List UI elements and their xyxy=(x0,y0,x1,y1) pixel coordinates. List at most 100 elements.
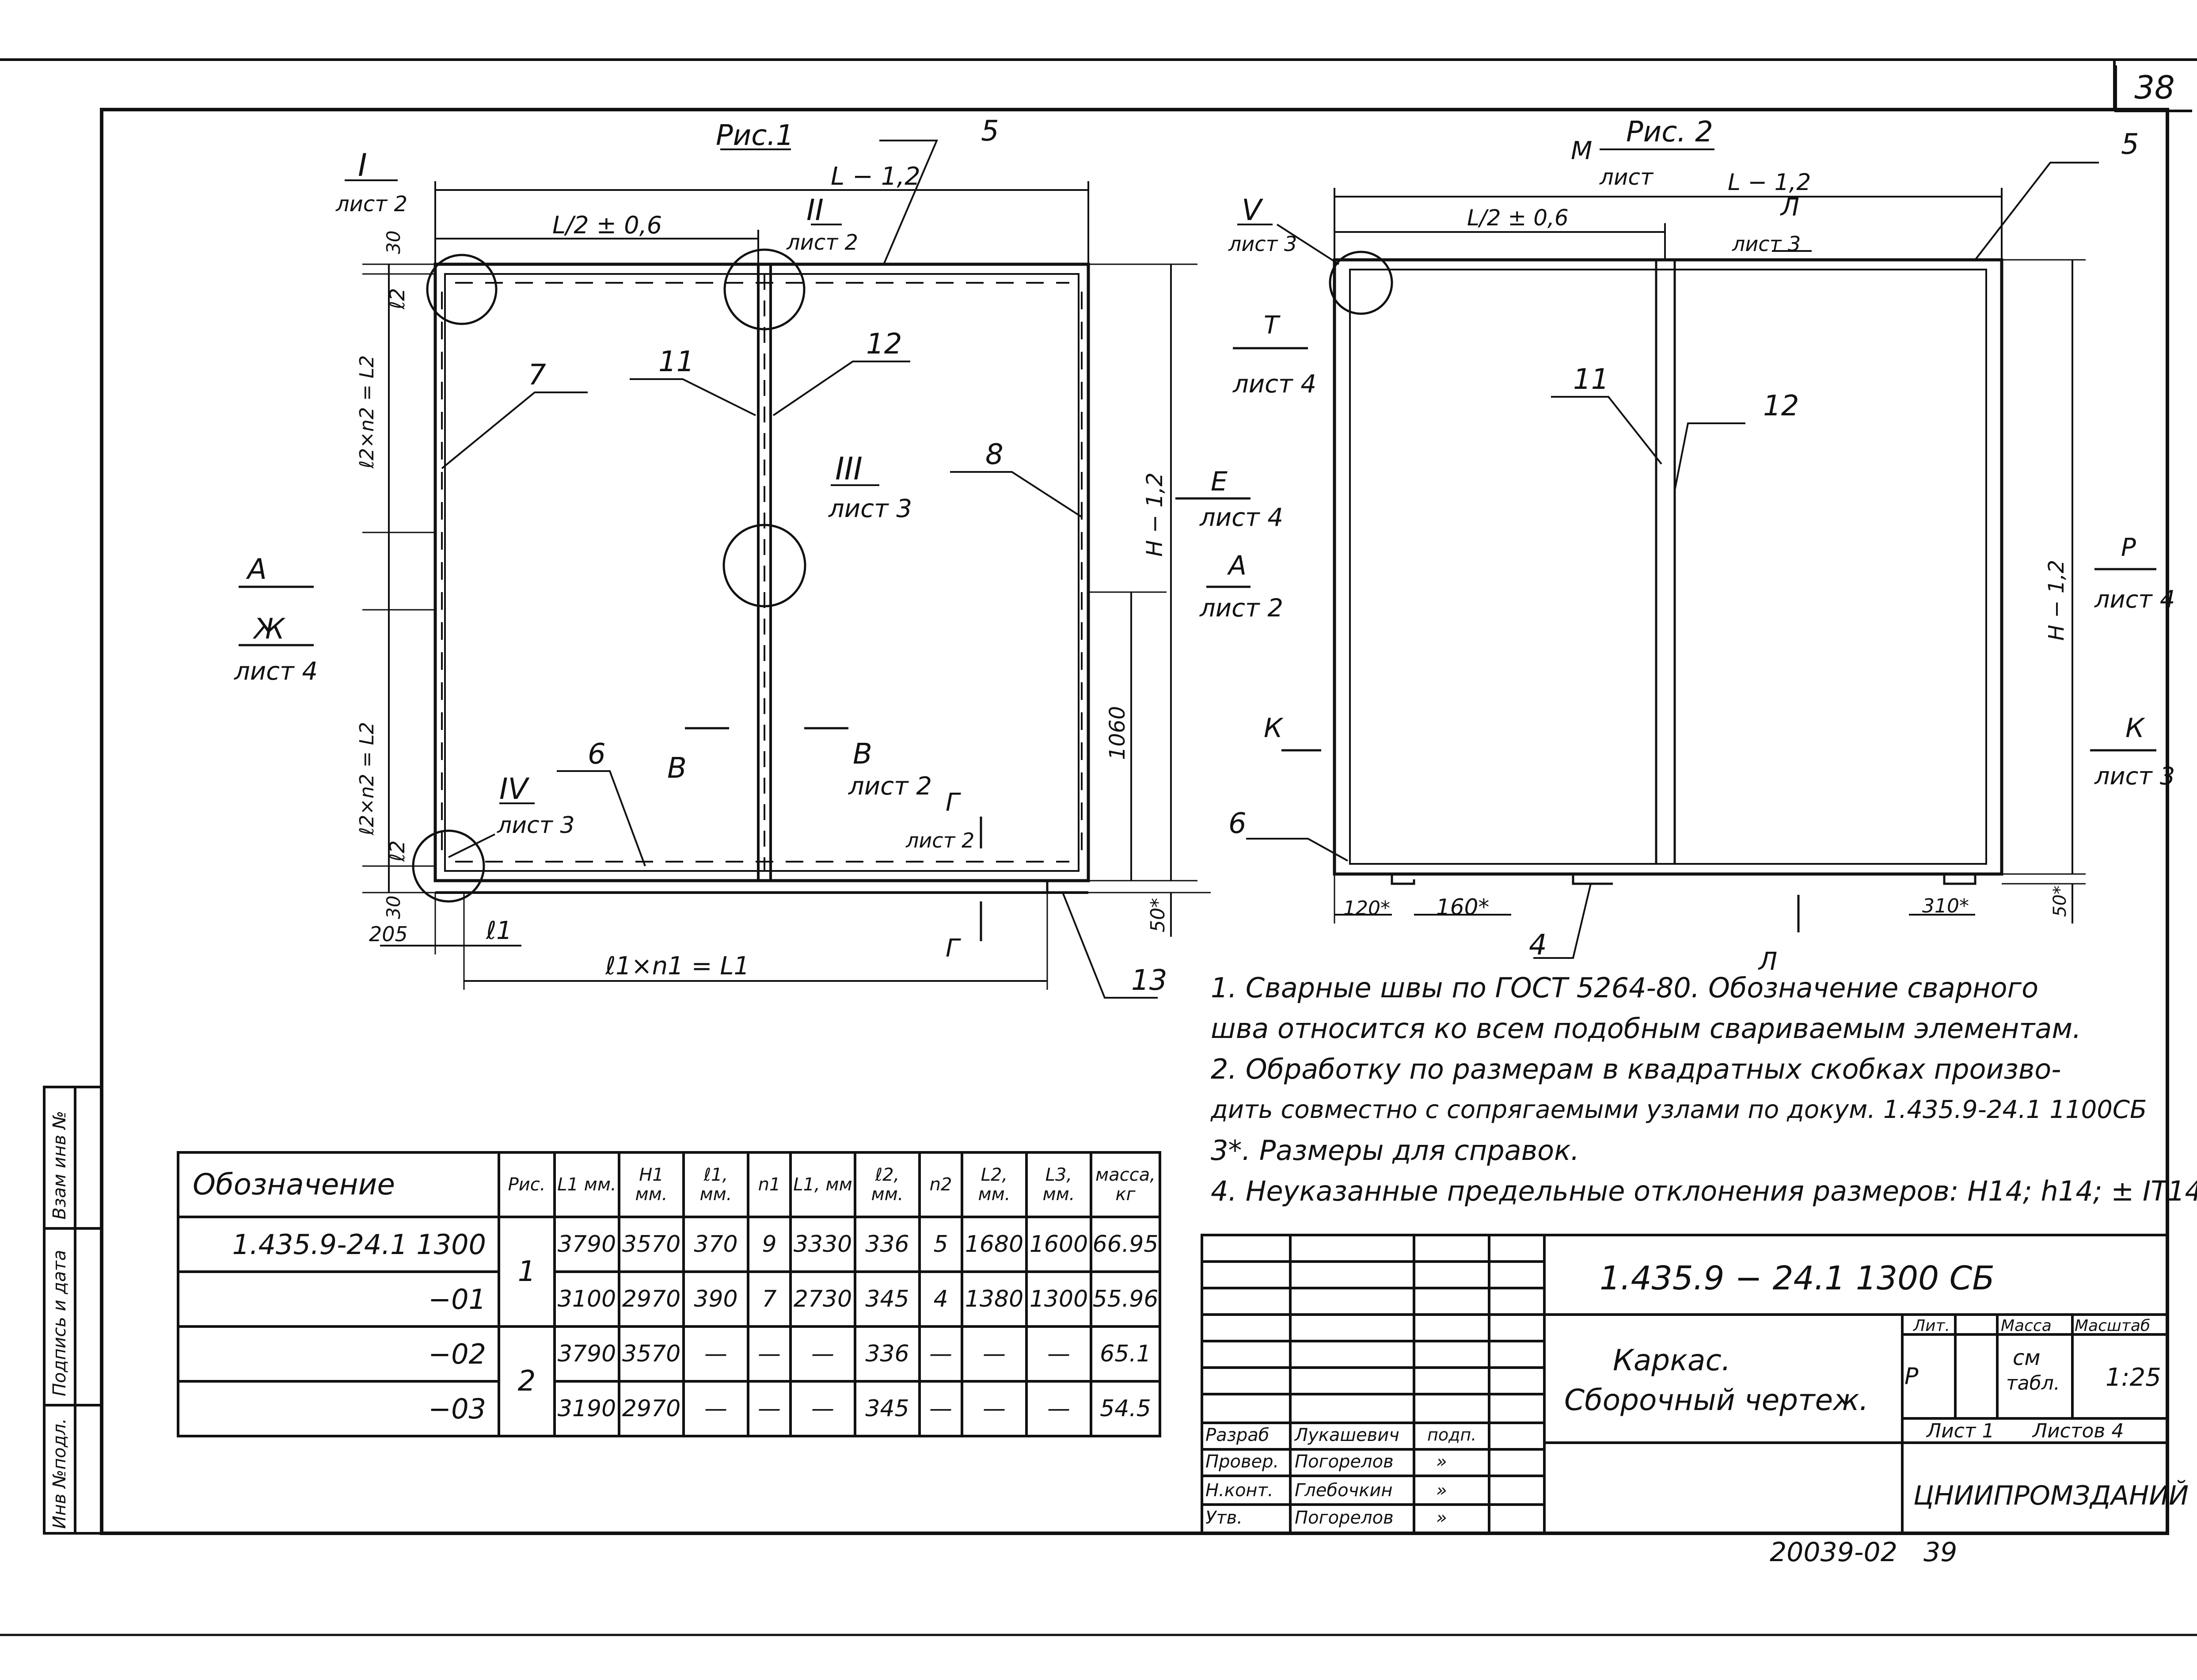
notes-block: 1. Сварные швы по ГОСТ 5264-80. Обозначе… xyxy=(1211,968,2197,1212)
fig1-node-I: I xyxy=(358,147,367,183)
document-code: 1.435.9 − 24.1 1300 СБ xyxy=(1600,1259,1995,1297)
spec-L2: 1380 xyxy=(961,1270,1028,1328)
fig2-view-M: М xyxy=(1571,137,1592,165)
spec-header-L: L1 мм. xyxy=(553,1151,620,1218)
spec-l2: 336 xyxy=(854,1216,921,1273)
spec-l2: 336 xyxy=(854,1325,921,1383)
spec-L: 3100 xyxy=(553,1270,620,1328)
fig1-pos-6: 6 xyxy=(588,738,606,771)
fig2-sec-L-bottom: Л xyxy=(1758,947,1777,976)
mass-value-1: см xyxy=(2013,1346,2041,1370)
signer-role: Н.конт. xyxy=(1205,1480,1273,1501)
fig2-dim-half-width: L/2 ± 0,6 xyxy=(1467,205,1569,231)
spec-header-fig: Рис. xyxy=(498,1151,556,1218)
fig2-pos-6: 6 xyxy=(1228,807,1247,840)
spec-L: 3190 xyxy=(553,1380,620,1437)
fig2-dim-height: H − 1,2 xyxy=(2044,560,2069,641)
mass-value-2: табл. xyxy=(2006,1372,2060,1395)
spec-mass: 54.5 xyxy=(1090,1380,1161,1437)
fig1-view-Zh: Ж xyxy=(252,613,286,646)
spec-l1: 390 xyxy=(682,1270,749,1328)
fig1-sec-B-sheet: лист 2 xyxy=(848,772,932,801)
fig1-node-IV-sheet: лист 3 xyxy=(497,812,575,839)
signer-name: Погорелов xyxy=(1295,1452,1394,1472)
fig1-dim-30-top: 30 xyxy=(383,231,404,254)
signer-sign: » xyxy=(1436,1452,1447,1472)
side-label-inv-orig: Инв №подл. xyxy=(49,1418,70,1529)
figure-2-labels: Рис. 2 М лист L − 1,2 L/2 ± 0,6 H − 1,2 … xyxy=(1228,116,2175,976)
scale-value: 1:25 xyxy=(2106,1363,2161,1392)
note-2-cont: дить совместно с сопрягаемыми узлами по … xyxy=(1211,1095,2147,1124)
spec-code: −02 xyxy=(177,1325,500,1383)
spec-L2: — xyxy=(961,1380,1028,1437)
spec-mass: 66.95 xyxy=(1090,1216,1161,1273)
mass-header: Масса xyxy=(2001,1317,2052,1335)
spec-header-designation: Обозначение xyxy=(177,1151,500,1218)
spec-n2: 5 xyxy=(918,1216,963,1273)
spec-L3: 1600 xyxy=(1025,1216,1092,1273)
fig1-sec-G-bottom: Г xyxy=(946,934,961,963)
fig1-pos-13: 13 xyxy=(1131,964,1167,997)
fig1-dim-l2n2-top: ℓ2×n2 = L2 xyxy=(356,355,378,469)
spec-l1: 370 xyxy=(682,1216,749,1273)
signer-sign: подп. xyxy=(1427,1425,1477,1444)
spec-L1: 2730 xyxy=(789,1270,856,1328)
fig2-pos-11: 11 xyxy=(1573,363,1609,396)
fig1-node-III: III xyxy=(835,451,863,487)
document-title-line2: Сборочный чертеж. xyxy=(1564,1383,1869,1417)
spec-code: 1.435.9-24.1 1300 xyxy=(177,1216,500,1273)
signer-name: Лукашевич xyxy=(1295,1425,1399,1445)
fig1-dim-height: H − 1,2 xyxy=(1142,472,1167,557)
spec-header-l1: ℓ1, мм. xyxy=(682,1151,749,1218)
spec-L3: — xyxy=(1025,1380,1092,1437)
scale-header: Масштаб xyxy=(2075,1317,2151,1335)
fig1-view-A-right: А xyxy=(1227,550,1247,581)
sheets-label: Листов 4 xyxy=(2033,1420,2124,1442)
fig1-dim-half-width: L/2 ± 0,6 xyxy=(552,211,662,239)
fig2-view-K-right: К xyxy=(2125,713,2145,744)
fig2-dim-160: 160* xyxy=(1436,894,1489,920)
fig2-view-K-left: К xyxy=(1264,713,1284,744)
fig1-dim-l2-bottom: ℓ2 xyxy=(385,840,409,862)
fig1-sec-B-left: В xyxy=(667,752,687,785)
spec-L3: 1300 xyxy=(1025,1270,1092,1328)
fig1-dim-l2-top: ℓ2 xyxy=(385,288,409,310)
table-row: −02 2 3790 3570 — — — 336 — — — 65.1 xyxy=(177,1325,1161,1437)
spec-fig: 1 xyxy=(498,1216,556,1328)
signer-role: Утв. xyxy=(1205,1508,1243,1528)
spec-n1: 7 xyxy=(747,1270,792,1328)
sheet-number: 38 xyxy=(2114,65,2192,112)
spec-n2: — xyxy=(918,1325,963,1383)
spec-mass: 65.1 xyxy=(1090,1325,1161,1383)
signer-sign: » xyxy=(1436,1508,1447,1528)
title-block: 1.435.9 − 24.1 1300 СБ Каркас. Сборочный… xyxy=(1202,1235,2189,1533)
fig1-node-II: II xyxy=(806,193,824,227)
organization: ЦНИИПРОМЗДАНИЙ xyxy=(1913,1480,2189,1511)
spec-code: −03 xyxy=(177,1380,500,1437)
spec-l1: — xyxy=(682,1325,749,1383)
lit-value: Р xyxy=(1904,1363,1919,1390)
fig2-view-T-sheet: лист 4 xyxy=(1232,370,1316,399)
fig1-sec-B-right: В xyxy=(853,738,872,771)
fig2-dim-50: 50* xyxy=(2050,886,2070,917)
fig2-pos-12: 12 xyxy=(1763,390,1799,422)
spec-n1: 9 xyxy=(747,1216,792,1273)
fig2-view-R: Р xyxy=(2121,533,2136,562)
fig1-node-I-sheet: лист 2 xyxy=(335,192,407,217)
spec-header-L1: L1, мм xyxy=(789,1151,856,1218)
figure-2 xyxy=(1233,148,2156,959)
table-row: 1.435.9-24.1 1300 1 3790 3570 370 9 3330… xyxy=(177,1216,1161,1328)
spec-header-mass: масса, кг xyxy=(1090,1151,1161,1218)
spec-L: 3790 xyxy=(553,1325,620,1383)
spec-l2: 345 xyxy=(854,1270,921,1328)
fig2-dim-310: 310* xyxy=(1922,895,1969,917)
fig1-pos-11: 11 xyxy=(658,346,694,378)
fig1-dim-1060: 1060 xyxy=(1105,706,1130,760)
fig1-sec-G-top: Г xyxy=(946,788,961,817)
spec-n1: — xyxy=(747,1325,792,1383)
figure-1-labels: Рис.1 L − 1,2 L/2 ± 0,6 H − 1,2 1060 50*… xyxy=(234,115,1283,997)
fig1-pos-12: 12 xyxy=(866,328,902,361)
spec-l2: 345 xyxy=(854,1380,921,1437)
spec-header-n2: n2 xyxy=(918,1151,963,1218)
